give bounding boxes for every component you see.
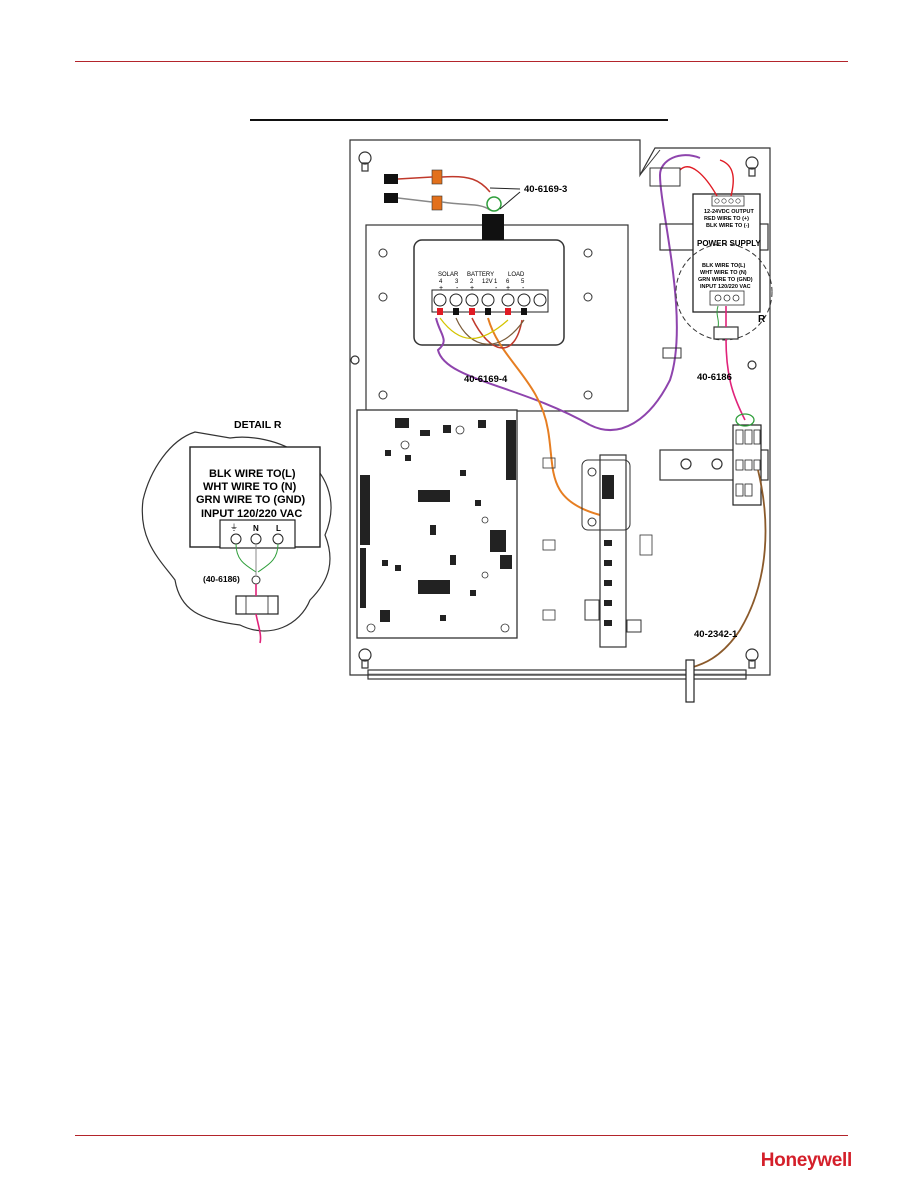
header-rule xyxy=(75,61,848,62)
detail-line-3: GRN WIRE TO (GND) xyxy=(196,494,306,506)
screw-terminal-block xyxy=(431,289,549,313)
svg-text:5: 5 xyxy=(521,279,525,285)
detail-line-1: BLK WIRE TO(L) xyxy=(209,468,296,480)
detail-title: DETAIL R xyxy=(234,419,282,431)
detail-line-4: INPUT 120/220 VAC xyxy=(201,508,302,520)
svg-text:1: 1 xyxy=(494,279,498,285)
power-supply xyxy=(692,193,761,313)
terminal-group-battery: BATTERY xyxy=(467,272,494,278)
connector-black xyxy=(384,193,398,203)
ps-output-line-1: 12-24VDC OUTPUT xyxy=(704,209,754,215)
pcb-components xyxy=(360,418,516,622)
detail-cable-clip xyxy=(235,595,279,615)
ps-input-line-3: GRN WIRE TO (GND) xyxy=(698,277,753,283)
svg-text:6: 6 xyxy=(506,279,510,285)
bottom-rail xyxy=(367,669,747,680)
terminal-group-solar: SOLAR xyxy=(438,272,459,278)
footer-rule xyxy=(75,1135,848,1136)
main-pcb xyxy=(356,409,518,639)
din-rail-bottom xyxy=(659,449,769,481)
ground-stud xyxy=(685,659,695,703)
figure-title-rule xyxy=(250,119,668,121)
svg-text:+: + xyxy=(470,285,474,292)
ps-input-line-1: BLK WIRE TO(L) xyxy=(702,263,745,269)
detail-terminal-n: N xyxy=(253,524,259,533)
terminal-ferrules xyxy=(437,308,527,315)
label-40-6169-3: 40-6169-3 xyxy=(524,184,567,195)
detail-terminal-gnd: ⏚ xyxy=(230,523,238,532)
ps-title: POWER SUPPLY xyxy=(697,239,761,248)
inline-fuse-holder xyxy=(482,214,504,240)
label-40-6186: 40-6186 xyxy=(697,372,732,383)
svg-text:+: + xyxy=(506,285,510,292)
detail-r-callout-circle xyxy=(675,243,773,341)
honeywell-logo: Honeywell xyxy=(760,1150,853,1171)
svg-text:+: + xyxy=(439,285,443,292)
detail-cable-label: (40-6186) xyxy=(203,574,240,584)
svg-text:3: 3 xyxy=(455,279,459,285)
detail-r-callout-label: R xyxy=(758,314,766,325)
svg-text:-: - xyxy=(495,285,498,292)
terminal-numbers: 4 3 2 1 6 5 xyxy=(439,279,525,285)
battery-voltage: 12V xyxy=(482,279,493,285)
mounting-keyholes xyxy=(350,151,759,669)
terminal-polarity: + - + - + - xyxy=(439,285,525,292)
svg-text:-: - xyxy=(456,285,459,292)
svg-text:-: - xyxy=(522,285,525,292)
terminal-group-load: LOAD xyxy=(508,272,525,278)
detail-terminal-l: L xyxy=(276,524,281,533)
ps-output-line-2: RED WIRE TO (+) xyxy=(704,216,749,222)
ps-input-line-4: INPUT 120/220 VAC xyxy=(700,284,751,290)
svg-text:2: 2 xyxy=(470,279,474,285)
ps-output-line-3: BLK WIRE TO (-) xyxy=(706,223,749,229)
svg-text:4: 4 xyxy=(439,279,443,285)
ps-input-line-2: WHT WIRE TO (N) xyxy=(700,270,747,276)
label-40-6169-4: 40-6169-4 xyxy=(464,374,508,385)
detail-line-2: WHT WIRE TO (N) xyxy=(203,481,297,493)
label-40-2342-1: 40-2342-1 xyxy=(694,629,738,640)
connector-red xyxy=(384,174,398,184)
enclosure-plate xyxy=(349,139,771,676)
